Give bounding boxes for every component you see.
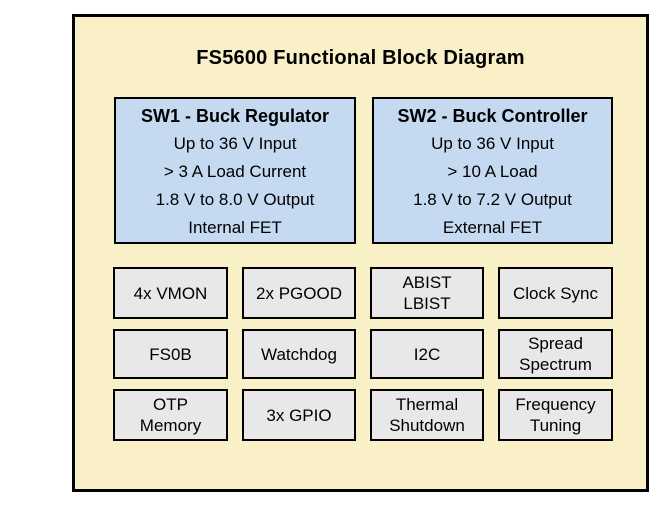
cell-label: 3x GPIO [266, 405, 332, 425]
block-fs0b: FS0B [113, 329, 228, 379]
block-spread-spectrum: Spread Spectrum [498, 329, 613, 379]
block-2x-pgood: 2x PGOOD [242, 267, 356, 319]
block-3x-gpio: 3x GPIO [242, 389, 356, 441]
sw1-line-output: 1.8 V to 8.0 V Output [155, 190, 315, 209]
sw2-line-output: 1.8 V to 7.2 V Output [413, 190, 572, 209]
block-i2c: I2C [370, 329, 484, 379]
cell-label: Spread Spectrum [519, 334, 592, 374]
block-sw1-buck-regulator: SW1 - Buck Regulator Up to 36 V Input > … [114, 97, 356, 244]
block-clock-sync: Clock Sync [498, 267, 613, 319]
diagram-frame: FS5600 Functional Block Diagram SW1 - Bu… [72, 14, 649, 492]
cell-label: Watchdog [261, 344, 337, 364]
block-thermal-shutdown: Thermal Shutdown [370, 389, 484, 441]
block-sw2-buck-controller: SW2 - Buck Controller Up to 36 V Input >… [372, 97, 613, 244]
block-watchdog: Watchdog [242, 329, 356, 379]
sw1-line-fet: Internal FET [188, 218, 282, 237]
cell-label: 2x PGOOD [256, 283, 342, 303]
block-frequency-tuning: Frequency Tuning [498, 389, 613, 441]
sw2-line-fet: External FET [442, 218, 543, 237]
diagram-title: FS5600 Functional Block Diagram [196, 47, 525, 69]
cell-label: OTP Memory [139, 395, 202, 435]
sw2-line-load: > 10 A Load [447, 162, 538, 181]
feature-grid: 4x VMON 2x PGOOD ABIST LBIST Clock Sync … [113, 267, 613, 441]
sw1-title: SW1 - Buck Regulator [140, 106, 330, 126]
cell-label: FS0B [149, 344, 192, 364]
cell-label: Frequency Tuning [515, 395, 596, 435]
cell-label: Clock Sync [512, 283, 599, 303]
block-abist-lbist: ABIST LBIST [370, 267, 484, 319]
cell-label: 4x VMON [133, 283, 208, 303]
cell-label: ABIST LBIST [402, 273, 452, 313]
cell-label: Thermal Shutdown [389, 395, 465, 435]
block-4x-vmon: 4x VMON [113, 267, 228, 319]
sw2-title: SW2 - Buck Controller [397, 106, 588, 126]
sw1-line-input: Up to 36 V Input [173, 134, 297, 153]
sw2-line-input: Up to 36 V Input [431, 134, 554, 153]
block-otp-memory: OTP Memory [113, 389, 228, 441]
sw1-line-load: > 3 A Load Current [163, 162, 307, 181]
cell-label: I2C [413, 344, 441, 364]
